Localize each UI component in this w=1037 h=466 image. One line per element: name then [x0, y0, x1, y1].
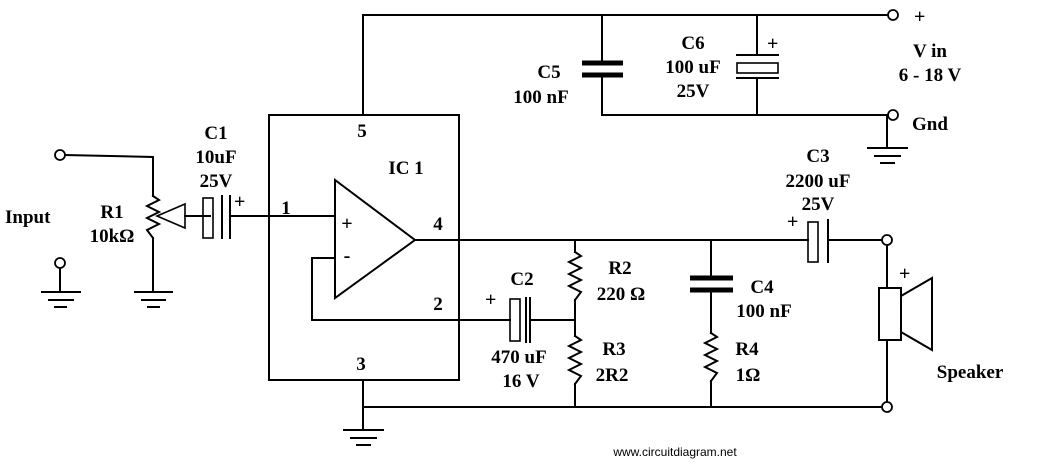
ground-symbol-supply [867, 147, 908, 164]
ic1-pin4: 4 [433, 214, 443, 235]
c6-value: 100 uF [665, 57, 720, 78]
r3-resistor [566, 334, 584, 386]
ic1-package [268, 114, 460, 381]
input-label: Input [5, 207, 51, 228]
labels: + V in 6 - 18 V Gnd Input R1 10kΩ C1 10u… [5, 6, 1004, 459]
c2-polarity: + [485, 289, 496, 311]
wiper-arrow [154, 202, 186, 230]
input-ground-terminal [54, 257, 66, 269]
speaker-symbol [878, 276, 933, 352]
gnd-label: Gnd [912, 114, 948, 135]
c5-name: C5 [537, 62, 560, 83]
ic1-pin3: 3 [356, 354, 366, 375]
wires [63, 14, 888, 431]
c1-voltage: 25V [200, 171, 233, 192]
terminals [54, 9, 899, 413]
ic1-name: IC 1 [388, 158, 423, 179]
r1-name: R1 [100, 202, 123, 223]
opamp-minus-sign: - [344, 245, 351, 267]
c6-voltage: 25V [677, 81, 710, 102]
c1-name: C1 [204, 123, 227, 144]
r2-name: R2 [608, 258, 631, 279]
r1-potentiometer [144, 194, 186, 240]
speaker-terminal-bottom [881, 401, 893, 413]
r2-value: 220 Ω [597, 284, 645, 305]
c3-voltage: 25V [802, 194, 835, 215]
c2-voltage: 16 V [502, 371, 539, 392]
r4-value: 1Ω [736, 365, 761, 386]
r3-name: R3 [602, 339, 625, 360]
vin-label: V in [913, 41, 947, 62]
c4-capacitor [690, 275, 733, 293]
r3-value: 2R2 [596, 365, 629, 386]
c6-capacitor [736, 54, 779, 79]
speaker-label: Speaker [937, 362, 1004, 383]
speaker-terminal-top [881, 234, 893, 246]
vin-range-label: 6 - 18 V [899, 65, 962, 86]
opamp-plus-sign: + [341, 213, 352, 235]
r2-resistor [566, 250, 584, 302]
c6-polarity: + [767, 33, 778, 55]
r1-value: 10kΩ [90, 226, 135, 247]
c3-polarity: + [787, 211, 798, 233]
c1-value: 10uF [195, 147, 236, 168]
ground-symbol-input [41, 267, 81, 308]
speaker-polarity: + [899, 263, 910, 285]
c4-name: C4 [750, 277, 774, 298]
c2-capacitor [509, 297, 531, 343]
c5-value: 100 nF [513, 87, 568, 108]
gnd-terminal [887, 109, 899, 121]
c5-capacitor [582, 60, 623, 78]
vin-terminal [887, 9, 899, 21]
ic1-pin5: 5 [357, 121, 367, 142]
c2-name: C2 [510, 269, 533, 290]
opamp-triangle [334, 178, 417, 300]
r4-name: R4 [735, 339, 759, 360]
c1-capacitor [202, 195, 231, 239]
ic1-pin1: 1 [281, 198, 291, 219]
c3-value: 2200 uF [786, 171, 851, 192]
input-terminal [54, 149, 66, 161]
r4-resistor [702, 331, 720, 383]
ground-symbol-ic [343, 429, 384, 446]
vin-plus-sign: + [914, 6, 925, 28]
ground-symbol-r1 [134, 291, 173, 308]
c3-name: C3 [806, 146, 829, 167]
c6-name: C6 [681, 33, 704, 54]
watermark: www.circuitdiagram.net [612, 445, 737, 459]
c2-value: 470 uF [491, 347, 546, 368]
c4-value: 100 nF [736, 301, 791, 322]
c3-capacitor [807, 219, 829, 263]
c1-polarity: + [234, 191, 245, 213]
ic1-pin2: 2 [433, 294, 443, 315]
